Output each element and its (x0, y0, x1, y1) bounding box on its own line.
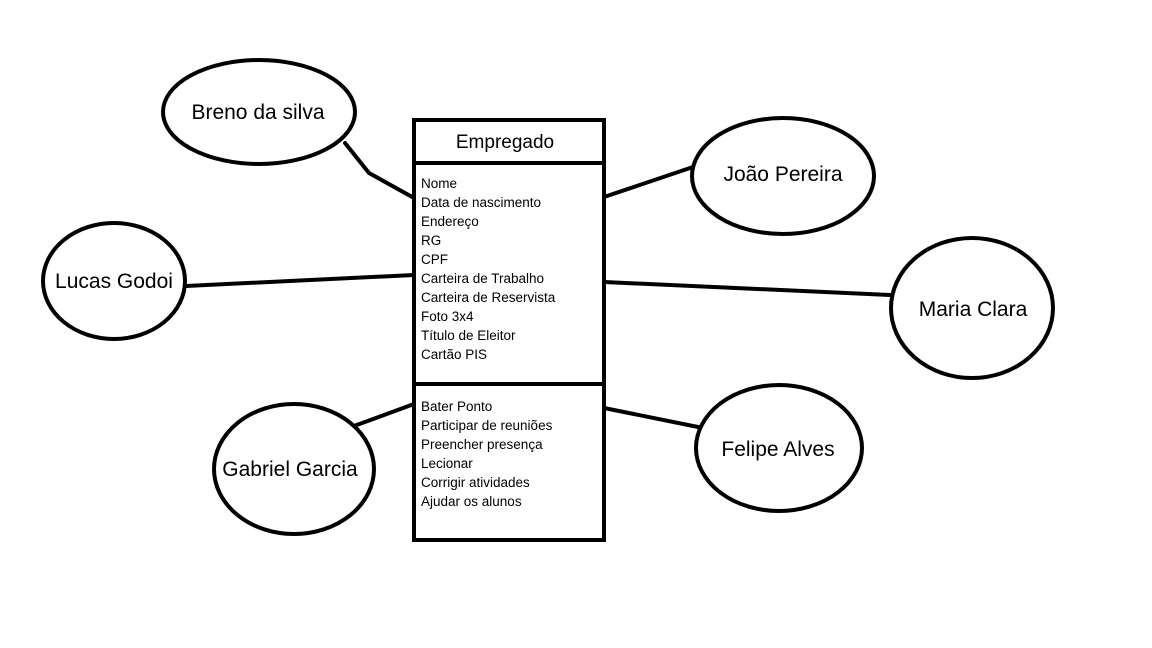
class-box-methods: Bater Ponto Participar de reuniões Preen… (421, 399, 553, 509)
method-item: Participar de reuniões (421, 418, 553, 433)
connector-felipe-alves (602, 406, 705, 430)
ellipse-shape (694, 383, 864, 513)
attribute-item: Foto 3x4 (421, 309, 474, 324)
person-ellipse-breno-da-silva: Breno da silva (161, 58, 357, 166)
class-box-empregado: Empregado Nome Data de nascimento Endere… (412, 118, 606, 542)
attribute-item: Carteira de Trabalho (421, 271, 544, 286)
ellipse-shape (41, 221, 187, 341)
ellipse-shape (889, 236, 1055, 380)
person-name: Felipe Alves (721, 438, 834, 461)
person-ellipse-maria-clara: Maria Clara (889, 236, 1055, 380)
person-ellipse-gabriel-garcia: Gabriel Garcia (212, 402, 376, 536)
attribute-item: RG (421, 233, 441, 248)
person-ellipse-felipe-alves: Felipe Alves (694, 383, 864, 513)
method-item: Ajudar os alunos (421, 494, 522, 509)
connector-joao-pereira (602, 165, 695, 199)
attribute-item: Data de nascimento (421, 195, 541, 210)
attribute-item: Título de Eleitor (421, 328, 516, 343)
connector-gabriel-garcia (352, 402, 416, 428)
person-name: Gabriel Garcia (222, 458, 358, 481)
person-name: Breno da silva (191, 101, 324, 124)
connector-breno-da-silva (343, 141, 416, 200)
class-box-attributes: Nome Data de nascimento Endereço RG CPF … (421, 176, 556, 362)
method-item: Corrigir atividades (421, 475, 530, 490)
person-ellipse-lucas-godoi: Lucas Godoi (41, 221, 187, 341)
attribute-item: Endereço (421, 214, 479, 229)
connectors (184, 141, 893, 430)
method-item: Bater Ponto (421, 399, 492, 414)
method-item: Preencher presença (421, 437, 543, 452)
connector-maria-clara (602, 280, 893, 297)
attribute-item: Cartão PIS (421, 347, 487, 362)
ellipse-shape (161, 58, 357, 166)
attribute-item: Carteira de Reservista (421, 290, 556, 305)
method-item: Lecionar (421, 456, 473, 471)
person-name: João Pereira (723, 163, 842, 186)
class-box-title: Empregado (456, 132, 554, 153)
class-box-outline (412, 118, 606, 542)
attribute-item: CPF (421, 252, 448, 267)
person-name: Lucas Godoi (55, 270, 173, 293)
ellipse-shape (212, 402, 376, 536)
connector-lucas-godoi (184, 273, 416, 288)
ellipse-shape (690, 116, 876, 236)
attribute-item: Nome (421, 176, 457, 191)
person-ellipse-joao-pereira: João Pereira (690, 116, 876, 236)
person-name: Maria Clara (919, 298, 1028, 321)
